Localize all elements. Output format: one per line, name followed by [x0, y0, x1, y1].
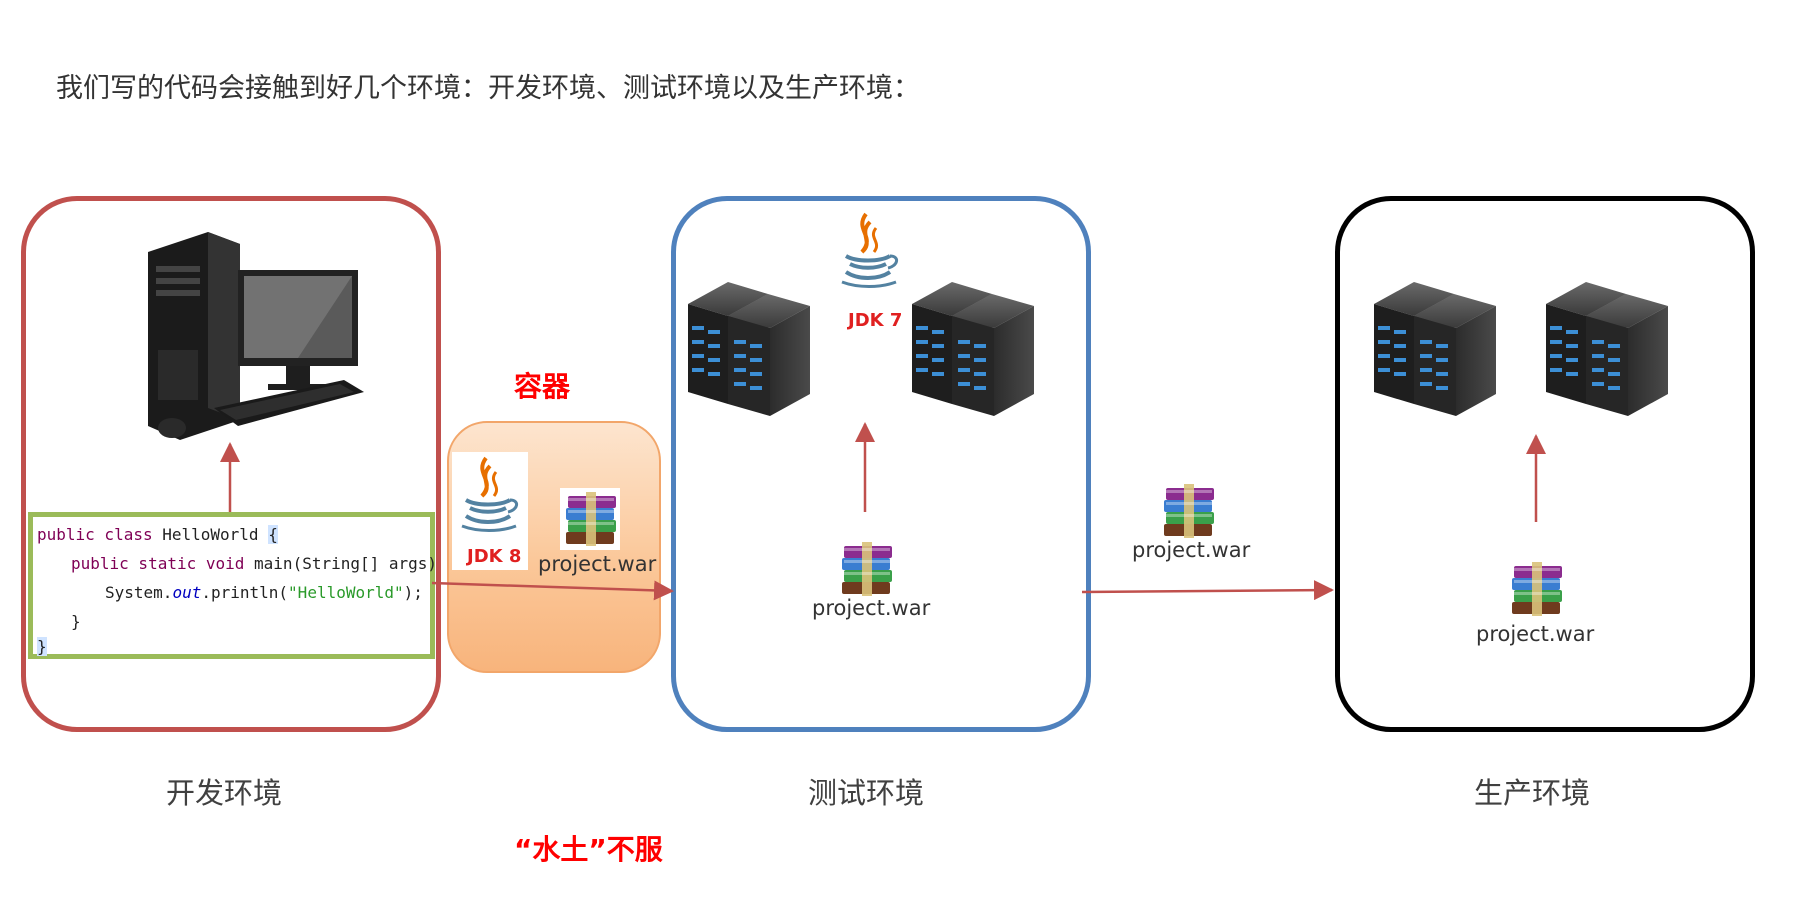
container-war-label: project.war	[538, 552, 657, 576]
dev-environment-box	[21, 196, 441, 732]
page-heading: 我们写的代码会接触到好几个环境：开发环境、测试环境以及生产环境：	[56, 73, 920, 104]
container-jdk-label: JDK 8	[467, 546, 522, 567]
winrar-archive-icon	[1512, 562, 1562, 616]
arrow-test-to-prod	[1081, 580, 1334, 601]
java-logo-icon	[460, 456, 519, 533]
code-line-4: }	[71, 612, 81, 631]
arrow-war-to-test-server	[855, 422, 875, 512]
dev-environment-label: 开发环境	[166, 776, 283, 810]
transfer-war-label: project.war	[1132, 538, 1251, 562]
arrow-war-to-prod-server	[1526, 434, 1546, 522]
server-rack-icon	[1374, 282, 1496, 416]
winrar-archive-icon	[566, 492, 616, 546]
desktop-computer-icon	[148, 232, 364, 440]
code-line-3: System.out.println("HelloWorld");	[105, 583, 423, 602]
java-logo-icon	[840, 212, 899, 289]
test-war-label: project.war	[812, 596, 931, 620]
prod-environment-label: 生产环境	[1474, 776, 1591, 810]
container-title: 容器	[514, 370, 571, 403]
incompatibility-caption: “水土”不服	[514, 833, 663, 866]
winrar-archive-icon	[842, 542, 892, 596]
code-line-2: public static void main(String[] args) {	[71, 554, 457, 573]
test-environment-box	[671, 196, 1091, 732]
server-rack-icon	[912, 282, 1034, 416]
test-environment-label: 测试环境	[808, 776, 925, 810]
test-jdk-label: JDK 7	[848, 310, 903, 331]
code-line-5: }	[37, 637, 47, 656]
winrar-archive-icon	[1164, 484, 1214, 538]
prod-war-label: project.war	[1476, 622, 1595, 646]
code-line-1: public class HelloWorld {	[37, 525, 278, 544]
server-rack-icon	[688, 282, 810, 416]
code-editor: public class HelloWorld { public static …	[28, 512, 456, 659]
arrow-dev-to-test	[431, 580, 674, 601]
arrow-code-to-computer	[220, 442, 240, 518]
server-rack-icon	[1546, 282, 1668, 416]
prod-environment-box	[1335, 196, 1755, 732]
